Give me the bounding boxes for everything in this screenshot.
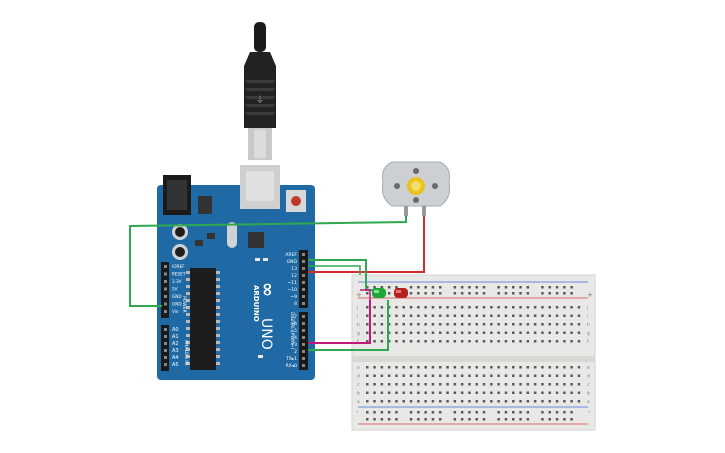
- red-led[interactable]: [394, 288, 408, 298]
- header-pin-label: ~5: [290, 328, 297, 334]
- dc-motor[interactable]: [381, 161, 451, 216]
- usb-cable[interactable]: ⏚: [244, 22, 276, 160]
- rail-plus-label-right: +: [587, 291, 593, 299]
- board-brand: ARDUINO: [252, 285, 260, 322]
- power-pin-label: GND: [172, 294, 182, 299]
- wire-pin2-led[interactable]: [308, 300, 389, 351]
- breadboard-center-channel: [352, 356, 595, 362]
- arduino-logo: ∞: [257, 282, 278, 297]
- analog-pin-label: A0: [172, 327, 179, 333]
- rail-plus-label: +: [356, 291, 362, 299]
- power-pin-label: IOREF: [172, 264, 185, 269]
- analog-label: ANALOG IN: [183, 340, 189, 365]
- arduino-infinity-icon: ∞: [257, 282, 278, 297]
- row-letter: i: [587, 314, 588, 320]
- row-letter: j: [356, 305, 358, 311]
- header-pin-label: 13: [291, 266, 297, 272]
- header-pin-label: TX▸1: [285, 356, 297, 362]
- power-pin-label: 5V: [172, 287, 178, 292]
- header-pin-label: 2: [294, 349, 297, 355]
- crystal: [227, 222, 237, 248]
- header-pin-label: RX◂0: [286, 363, 297, 369]
- power-pin-label: 3.3V: [172, 279, 182, 284]
- power-pin-label: GND: [172, 302, 182, 307]
- rail-minus-label-right: -: [588, 408, 591, 416]
- row-letter: c: [357, 383, 360, 388]
- usb-symbol-icon: ⏚: [255, 95, 264, 106]
- header-pin-label: AREF: [285, 252, 297, 258]
- header-pin-label: 8: [294, 301, 297, 307]
- row-letter: d: [357, 374, 360, 380]
- header-pin-label: ~3: [290, 342, 297, 348]
- wire-gnd-motor[interactable]: [129, 216, 407, 307]
- wire-motor-pin12[interactable]: [308, 216, 425, 273]
- wire-pin3-led[interactable]: [308, 300, 371, 344]
- header-pin-label: ~10: [288, 287, 298, 293]
- rail-minus-label: -: [356, 408, 359, 416]
- row-letter: a: [587, 400, 590, 405]
- board-leds: [255, 258, 268, 358]
- row-letter: d: [587, 374, 590, 380]
- row-letter: h: [587, 322, 590, 328]
- usb-plug-grip: [246, 80, 274, 115]
- analog-pin-label: A5: [172, 362, 179, 368]
- header-pin-label: ~6: [290, 321, 297, 327]
- row-letter: b: [357, 391, 360, 397]
- atmega-chip: [190, 268, 216, 370]
- row-letter: i: [357, 314, 358, 320]
- digital-header-high: [299, 250, 308, 308]
- board-model: UNO: [258, 318, 274, 350]
- header-pin-label: 12: [291, 273, 297, 279]
- analog-header: [161, 325, 169, 371]
- header-pin-label: ~11: [288, 280, 298, 286]
- analog-pin-label: A3: [172, 348, 179, 354]
- usb-cable-cord: [254, 22, 266, 52]
- power-pin-label: RESET: [172, 272, 186, 277]
- breadboard-holes: [366, 286, 581, 421]
- voltage-regulator: [198, 196, 212, 214]
- row-letter: g: [587, 332, 590, 337]
- analog-pin-label: A4: [172, 355, 179, 361]
- row-letter: j: [586, 305, 588, 311]
- power-label: POWER: [181, 296, 187, 313]
- row-letter: e: [357, 366, 360, 371]
- row-letter: g: [357, 332, 360, 337]
- row-letter: a: [357, 400, 360, 405]
- green-led[interactable]: [372, 288, 386, 298]
- header-pin-label: GND: [287, 259, 298, 265]
- row-letter: f: [587, 339, 589, 345]
- header-pin-label: ~9: [290, 294, 297, 300]
- wires: [129, 216, 425, 351]
- power-pin-label: Vin: [172, 309, 179, 314]
- chip-pins: [186, 271, 220, 365]
- header-pin-label: 4: [294, 335, 297, 341]
- row-letter: e: [587, 366, 590, 371]
- usb-chip: [248, 232, 264, 248]
- digital-header-low: [299, 312, 308, 370]
- header-pin-label: 7: [294, 314, 297, 320]
- row-letter: c: [587, 383, 590, 388]
- analog-pin-label: A2: [172, 341, 179, 347]
- row-letter: b: [587, 391, 590, 397]
- digital-label: DIGITAL (PWM~): [289, 312, 295, 350]
- row-letter: h: [357, 322, 360, 328]
- analog-pin-label: A1: [172, 334, 179, 340]
- motor-terminal-2: [422, 206, 426, 216]
- motor-terminal-1: [404, 206, 408, 216]
